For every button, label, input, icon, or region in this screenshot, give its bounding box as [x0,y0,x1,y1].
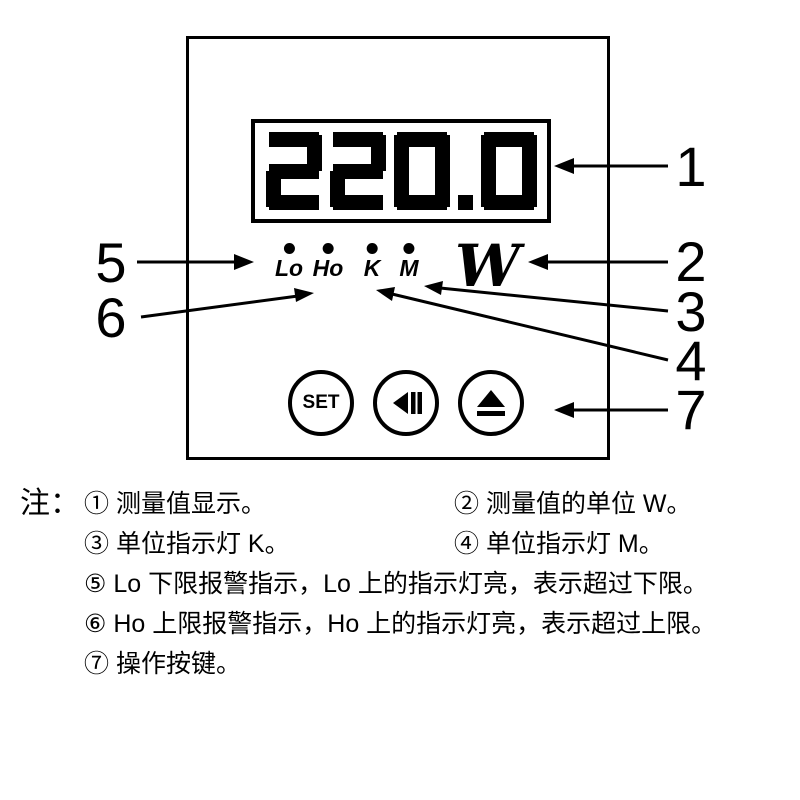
note-1: ① 测量值显示。 [84,490,266,518]
ho-led [322,243,334,254]
measurement-display [251,119,551,223]
ho-label: Ho [312,255,344,281]
meter-front-panel: Lo Ho K M W SET [186,36,610,460]
note-5: ⑤ Lo 下限报警指示，Lo 上的指示灯亮，表示超过下限。 [84,570,708,598]
m-label: M [399,255,419,281]
notes-row: ③ 单位指示灯 K。 ④ 单位指示灯 M。 [84,524,784,564]
button-row: SET [288,370,524,436]
lo-label: Lo [274,255,304,281]
display-digit [480,132,537,210]
notes-row: ① 测量值显示。 ② 测量值的单位 W。 [84,484,784,524]
callout-1: 1 [675,135,707,198]
display-digit [393,132,450,210]
notes-row: ⑦ 操作按键。 [84,644,784,684]
indicator-k: K [363,243,381,281]
callout-7: 7 [675,378,707,441]
callout-5: 5 [95,231,127,294]
k-label: K [363,255,381,281]
indicator-ho: Ho [312,243,344,281]
note-2: ② 测量值的单位 W。 [454,490,692,518]
display-digit [265,132,322,210]
notes-body: ① 测量值显示。 ② 测量值的单位 W。 ③ 单位指示灯 K。 ④ 单位指示灯 … [84,484,784,684]
indicator-lo: Lo [275,243,303,281]
decimal-point [457,195,473,210]
callout-3: 3 [675,280,707,343]
note-3: ③ 单位指示灯 K。 [84,530,290,558]
note-6: ⑥ Ho 上限报警指示，Ho 上的指示灯亮，表示超过上限。 [84,610,717,638]
note-7: ⑦ 操作按键。 [84,650,241,678]
note-4: ④ 单位指示灯 M。 [454,530,664,558]
notes-row: ⑤ Lo 下限报警指示，Lo 上的指示灯亮，表示超过下限。 [84,564,784,604]
callout-2: 2 [675,230,707,293]
callout-6: 6 [95,286,127,349]
notes-section: 注： ① 测量值显示。 ② 测量值的单位 W。 ③ 单位指示灯 K。 ④ 单位指… [20,484,784,684]
step-back-icon [393,392,422,414]
unit-symbol: W [455,232,521,300]
indicator-m: M [399,243,419,281]
set-button[interactable]: SET [288,370,354,436]
k-led [366,243,378,254]
callout-4: 4 [675,329,707,392]
notes-row: ⑥ Ho 上限报警指示，Ho 上的指示灯亮，表示超过上限。 [84,604,784,644]
shift-button[interactable] [373,370,439,436]
seven-segment-display [255,123,547,219]
lo-led [283,243,295,254]
eject-icon [477,390,505,416]
m-led [403,243,415,254]
up-button[interactable] [458,370,524,436]
notes-prefix: 注： [20,487,80,520]
set-button-label: SET [302,392,340,413]
display-digit [329,132,386,210]
